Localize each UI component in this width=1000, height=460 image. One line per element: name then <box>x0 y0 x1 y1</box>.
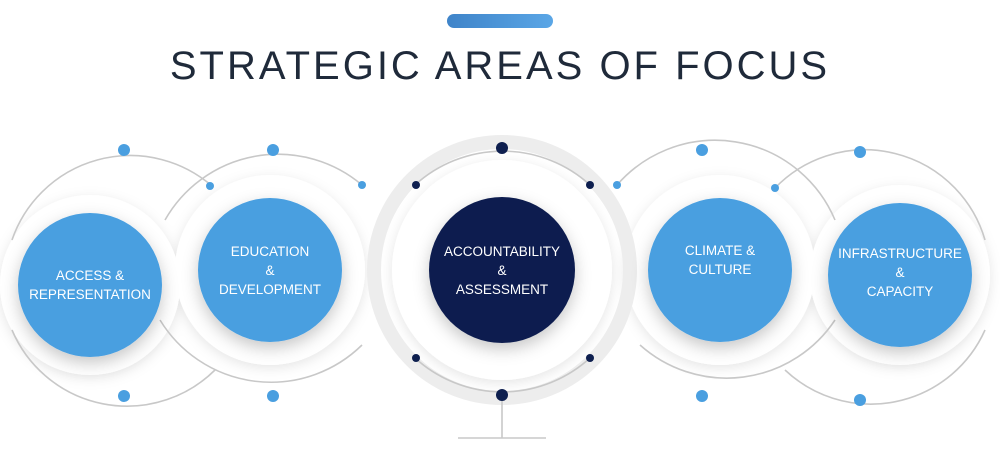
dot <box>496 389 508 401</box>
accent-dots <box>118 142 866 406</box>
connector-arcs <box>11 139 986 439</box>
dot <box>412 354 420 362</box>
area-text: ACCESS & <box>55 268 125 283</box>
title-accent-bar <box>447 14 553 28</box>
area-text: INFRASTRUCTURE <box>838 245 962 261</box>
area-text: ASSESSMENT <box>455 281 549 297</box>
area-text: ACCOUNTABILITY <box>443 243 560 259</box>
dot <box>358 181 366 189</box>
dot <box>696 390 708 402</box>
area-text: & <box>497 262 507 278</box>
area-text: CULTURE <box>688 262 752 277</box>
area-text: CLIMATE & <box>684 243 756 258</box>
dot <box>118 390 130 402</box>
dot <box>696 144 708 156</box>
dot <box>267 390 279 402</box>
area-text: REPRESENTATION <box>29 287 151 302</box>
area-text: DEVELOPMENT <box>218 281 322 297</box>
arc-2-top <box>164 153 363 221</box>
dot <box>613 181 621 189</box>
dot <box>206 182 214 190</box>
circle-accountability <box>429 197 575 343</box>
arc-4-top <box>616 139 836 221</box>
circle-education <box>198 198 342 342</box>
arc-1-bottom <box>11 329 216 407</box>
dot <box>771 184 779 192</box>
area-label-education: EDUCATION & DEVELOPMENT <box>200 230 340 310</box>
dot <box>267 144 279 156</box>
arc-2-bottom <box>159 319 363 384</box>
dot <box>586 181 594 189</box>
dot <box>412 181 420 189</box>
arc-5-top <box>774 149 986 241</box>
dot <box>118 144 130 156</box>
area-text: CAPACITY <box>866 283 934 299</box>
area-label-infrastructure: INFRASTRUCTURE & CAPACITY <box>830 232 970 312</box>
dot <box>854 146 866 158</box>
dot <box>586 354 594 362</box>
circle-access <box>18 213 162 357</box>
dot <box>496 142 508 154</box>
circle-climate <box>648 198 792 342</box>
area-label-climate: CLIMATE & CULTURE <box>650 220 790 300</box>
focus-circles <box>18 197 972 357</box>
page-title: STRATEGIC AREAS OF FOCUS <box>169 44 831 88</box>
area-text: & <box>265 262 275 278</box>
circle-infrastructure <box>828 203 972 347</box>
area-label-accountability: ACCOUNTABILITY & ASSESSMENT <box>432 230 572 310</box>
dot <box>854 394 866 406</box>
area-text: EDUCATION <box>230 243 310 259</box>
arc-5-bottom <box>784 329 986 405</box>
area-text: & <box>895 264 905 280</box>
area-label-access: ACCESS & REPRESENTATION <box>20 245 160 325</box>
arc-4-bottom <box>639 319 836 379</box>
arc-1-top <box>11 154 213 241</box>
